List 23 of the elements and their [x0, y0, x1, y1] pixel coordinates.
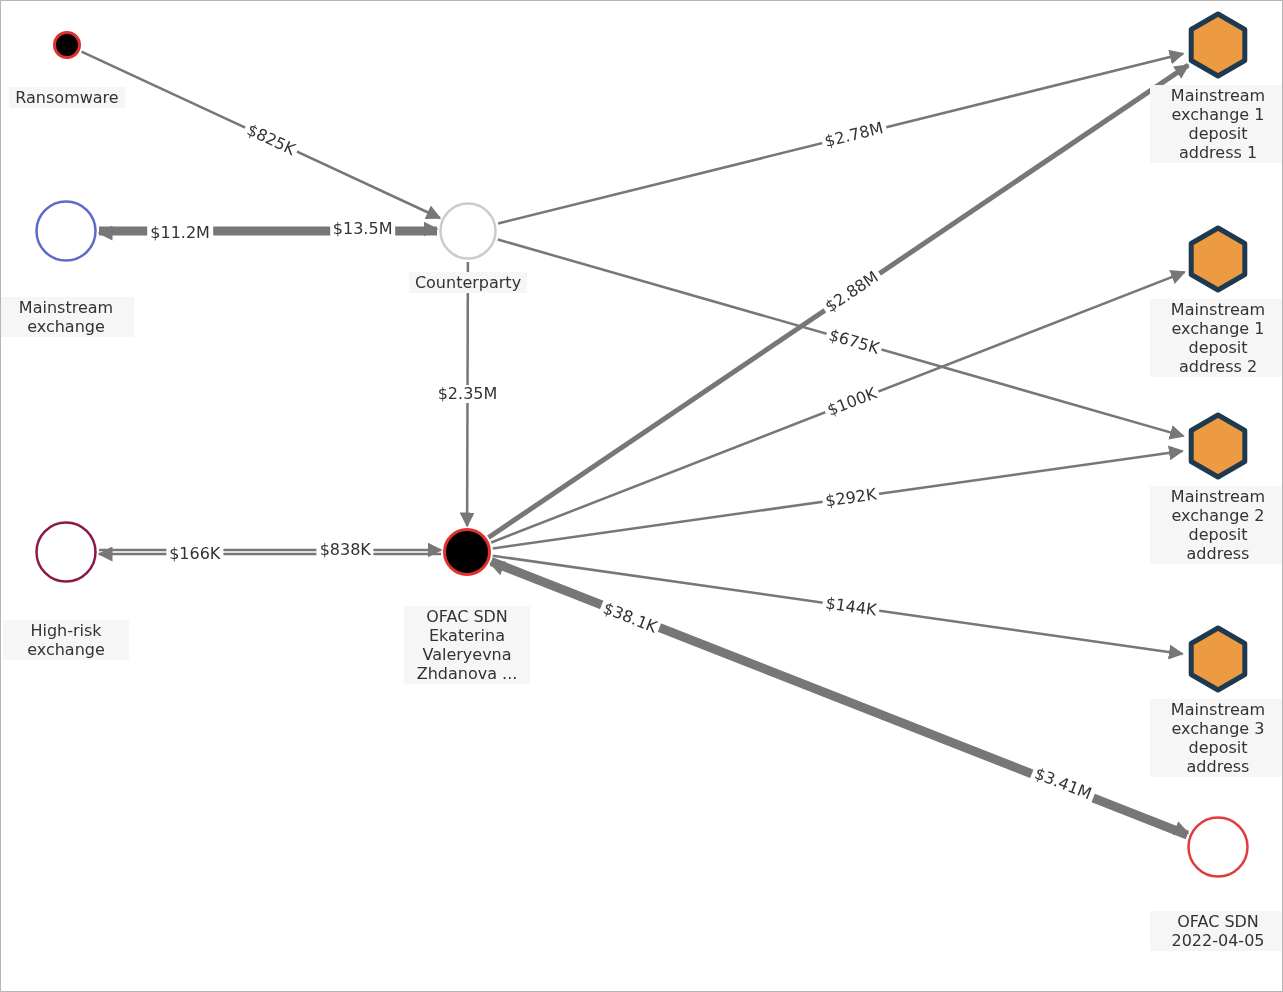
edge-label: $292K [821, 484, 881, 511]
node-label: OFAC SDN 2022-04-05 [1150, 911, 1282, 951]
edge-label: $838K [316, 541, 374, 559]
arrow [490, 270, 1186, 544]
arrow [487, 63, 1190, 540]
arrow [492, 445, 1184, 550]
node-label: Mainstream exchange [1, 297, 134, 337]
arrow [459, 262, 475, 528]
node-label: High-risk exchange [3, 620, 129, 660]
node-label: Ransomware [9, 87, 125, 108]
node-label: OFAC SDN Ekaterina Valeryevna Zhdanova ... [404, 606, 530, 684]
edge-label: $166K [166, 545, 224, 563]
node-label: Mainstream exchange 2 deposit address [1150, 486, 1282, 564]
arrow [492, 554, 1184, 660]
arrow [497, 238, 1185, 440]
edge-label: $11.2M [147, 224, 213, 242]
node-label: Counterparty [408, 272, 528, 293]
arrow [497, 49, 1185, 225]
edge-label: $13.5M [329, 220, 396, 238]
edge-label: $2.78M [820, 118, 889, 152]
node-label: Mainstream exchange 1 deposit address 1 [1150, 85, 1282, 163]
node-label: Mainstream exchange 3 deposit address [1150, 699, 1282, 777]
node-label: Mainstream exchange 1 deposit address 2 [1150, 299, 1282, 377]
